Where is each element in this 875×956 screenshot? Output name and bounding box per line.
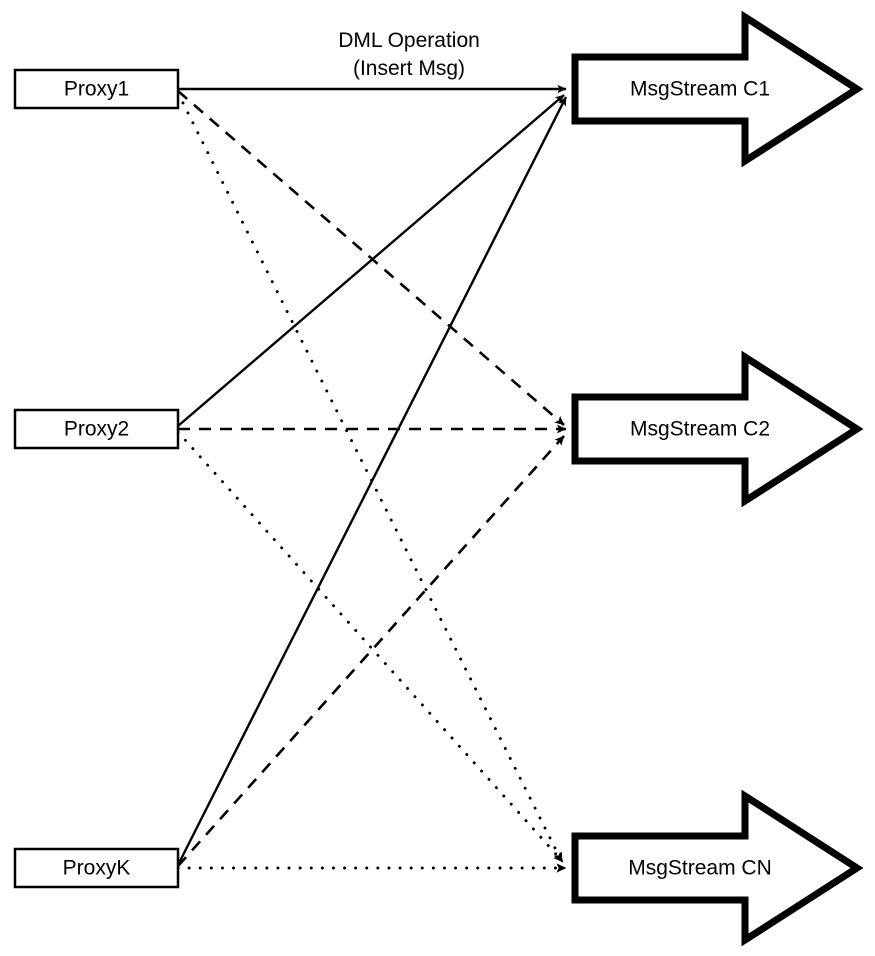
stream-label-stream-cn: MsgStream CN bbox=[628, 857, 772, 880]
proxy-label-proxy1: Proxy1 bbox=[64, 78, 129, 101]
edge-proxy2-to-stream-cn bbox=[176, 430, 565, 864]
proxy-node-proxy2[interactable]: Proxy2 bbox=[13, 408, 180, 450]
edge-proxyk-to-stream-c2 bbox=[177, 435, 565, 867]
annotation-dml-operation: DML Operation (Insert Msg) bbox=[338, 29, 480, 80]
stream-node-stream-cn[interactable]: MsgStream CN bbox=[571, 789, 864, 947]
proxy-label-proxyk: ProxyK bbox=[63, 857, 131, 880]
proxy-node-proxy1[interactable]: Proxy1 bbox=[13, 68, 180, 110]
edge-group-proxyk bbox=[176, 96, 568, 873]
stream-node-stream-c1[interactable]: MsgStream C1 bbox=[571, 10, 864, 168]
proxy-label-proxy2: Proxy2 bbox=[64, 418, 129, 441]
edge-group-proxy2 bbox=[176, 94, 567, 864]
annotation-dml-operation-line2: (Insert Msg) bbox=[353, 57, 465, 80]
proxy-box-proxyk[interactable] bbox=[13, 847, 180, 889]
proxy-box-proxy2[interactable] bbox=[13, 408, 180, 450]
proxy-node-proxyk[interactable]: ProxyK bbox=[13, 847, 180, 889]
stream-arrow-stream-c1[interactable] bbox=[571, 10, 864, 168]
edge-proxy2-to-stream-c1 bbox=[177, 94, 565, 427]
stream-label-stream-c1: MsgStream C1 bbox=[630, 78, 770, 101]
edge-proxy1-to-stream-cn bbox=[176, 91, 564, 864]
stream-label-stream-c2: MsgStream C2 bbox=[630, 418, 770, 441]
stream-node-stream-c2[interactable]: MsgStream C2 bbox=[571, 350, 864, 508]
proxy-box-proxy1[interactable] bbox=[13, 68, 180, 110]
annotation-dml-operation-line1: DML Operation bbox=[338, 29, 480, 52]
edge-group-proxy1 bbox=[176, 84, 567, 864]
stream-arrow-stream-cn[interactable] bbox=[571, 789, 864, 947]
edge-proxyk-to-stream-c1 bbox=[176, 96, 568, 866]
stream-arrow-stream-c2[interactable] bbox=[571, 350, 864, 508]
edge-proxy1-to-stream-c2 bbox=[177, 90, 565, 426]
